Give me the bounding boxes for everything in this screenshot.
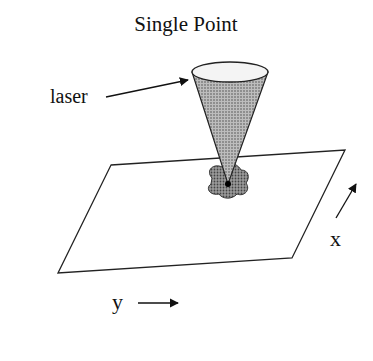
leader-arrow [106,80,188,97]
work-plane [58,150,345,273]
laser-cone [192,72,268,184]
focus-point [225,181,231,187]
laser-aperture [192,62,268,82]
part-label: laser [50,86,88,106]
axis-label: x [330,228,341,250]
diagram-title: Single Point [134,14,237,35]
y-axis-arrow [138,302,178,303]
x-axis-arrow [336,184,356,218]
axis-label: y [112,291,123,313]
